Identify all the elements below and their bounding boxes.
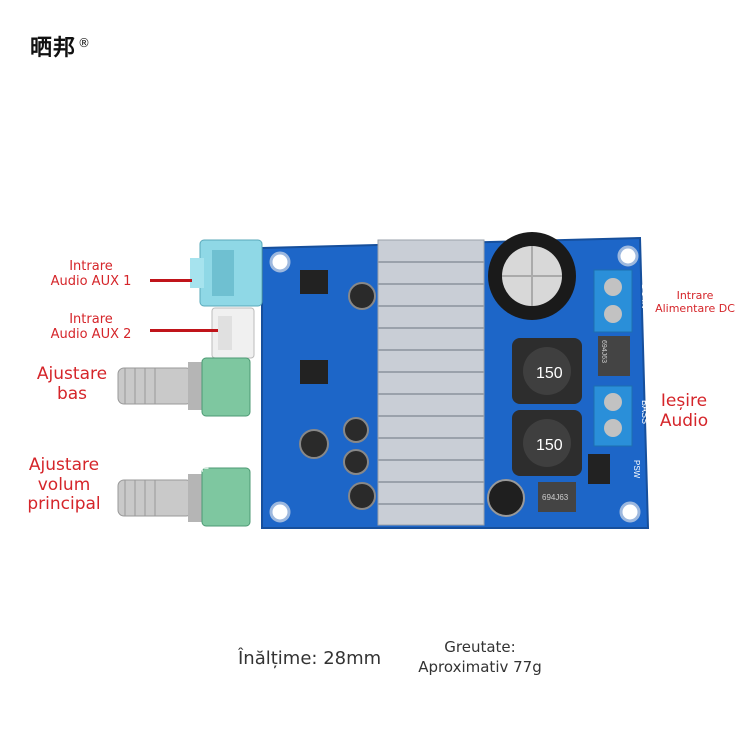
inductor-1 xyxy=(512,338,582,404)
weight-title: Greutate: xyxy=(444,638,516,656)
small-capacitors xyxy=(299,282,376,510)
audio-out-label: Ieșire Audio xyxy=(648,391,720,431)
heatsink xyxy=(377,239,485,526)
bass-marking: BASS xyxy=(640,400,650,424)
audio-out-label-line1: Ieșire xyxy=(660,391,708,411)
inductor-2 xyxy=(512,410,582,476)
aux2-connector xyxy=(211,307,255,359)
brand-text: 晒邦 xyxy=(30,36,77,61)
main-capacitor xyxy=(488,232,576,320)
audio-out-terminal xyxy=(593,385,633,447)
bass-label-line1: Ajustare xyxy=(36,364,108,384)
ic-chip-1 xyxy=(300,270,328,294)
dc-in-label-line2: Alimentare DC xyxy=(655,301,735,315)
aux2-callout-line xyxy=(150,329,218,332)
aux1-callout-line xyxy=(150,279,192,282)
chip-2-marking: 694J63 xyxy=(542,493,569,502)
aux2-label-line1: Intrare xyxy=(69,312,113,327)
dc-in-terminal xyxy=(593,269,633,333)
aux2-label-line2: Audio AUX 2 xyxy=(50,326,132,342)
height-spec: Înălțime: 28mm xyxy=(238,648,382,669)
inductor-2-label: 150 xyxy=(536,437,563,454)
bottom-capacitor xyxy=(487,479,525,517)
volume-label-line2: volum xyxy=(37,474,91,495)
frq-marking: FRQ xyxy=(200,420,210,439)
aux1-label-line2: Audio AUX 1 xyxy=(50,273,132,289)
bass-potentiometer xyxy=(117,357,251,417)
brand-logo: 晒邦® xyxy=(30,30,91,62)
chip-694j63-2 xyxy=(538,482,576,512)
dc-in-label: Intrare Alimentare DC xyxy=(646,289,744,315)
weight-value: Aproximativ 77g xyxy=(418,657,542,676)
bass-label-line2: bas xyxy=(56,383,88,404)
ic-chip-2 xyxy=(300,360,328,384)
volume-label: Ajustare volum principal xyxy=(14,455,114,515)
bass-label: Ajustare bas xyxy=(22,364,122,404)
chip-694j63-1 xyxy=(598,336,630,376)
dc-in-marking: DC IN xyxy=(640,284,650,309)
dc-in-label-line1: Intrare xyxy=(676,289,714,302)
vol-marking: VOL xyxy=(200,454,210,472)
aux2-label: Intrare Audio AUX 2 xyxy=(38,312,144,343)
chip-1-marking: 694J63 xyxy=(600,340,607,363)
aux1-label: Intrare Audio AUX 1 xyxy=(38,259,144,290)
audio-out-label-line2: Audio xyxy=(659,410,709,431)
mounting-holes xyxy=(269,245,641,523)
volume-label-line1: Ajustare xyxy=(28,455,100,475)
inductor-1-label: 150 xyxy=(536,365,563,382)
volume-label-line3: principal xyxy=(27,494,101,515)
psw-marking: PSW xyxy=(632,460,641,479)
aux1-label-line1: Intrare xyxy=(69,259,113,274)
aux1-jack xyxy=(190,239,263,307)
psw-header xyxy=(588,454,610,484)
volume-potentiometer xyxy=(117,467,251,527)
registered-mark: ® xyxy=(78,35,92,50)
weight-spec: Greutate: Aproximativ 77g xyxy=(408,638,552,677)
